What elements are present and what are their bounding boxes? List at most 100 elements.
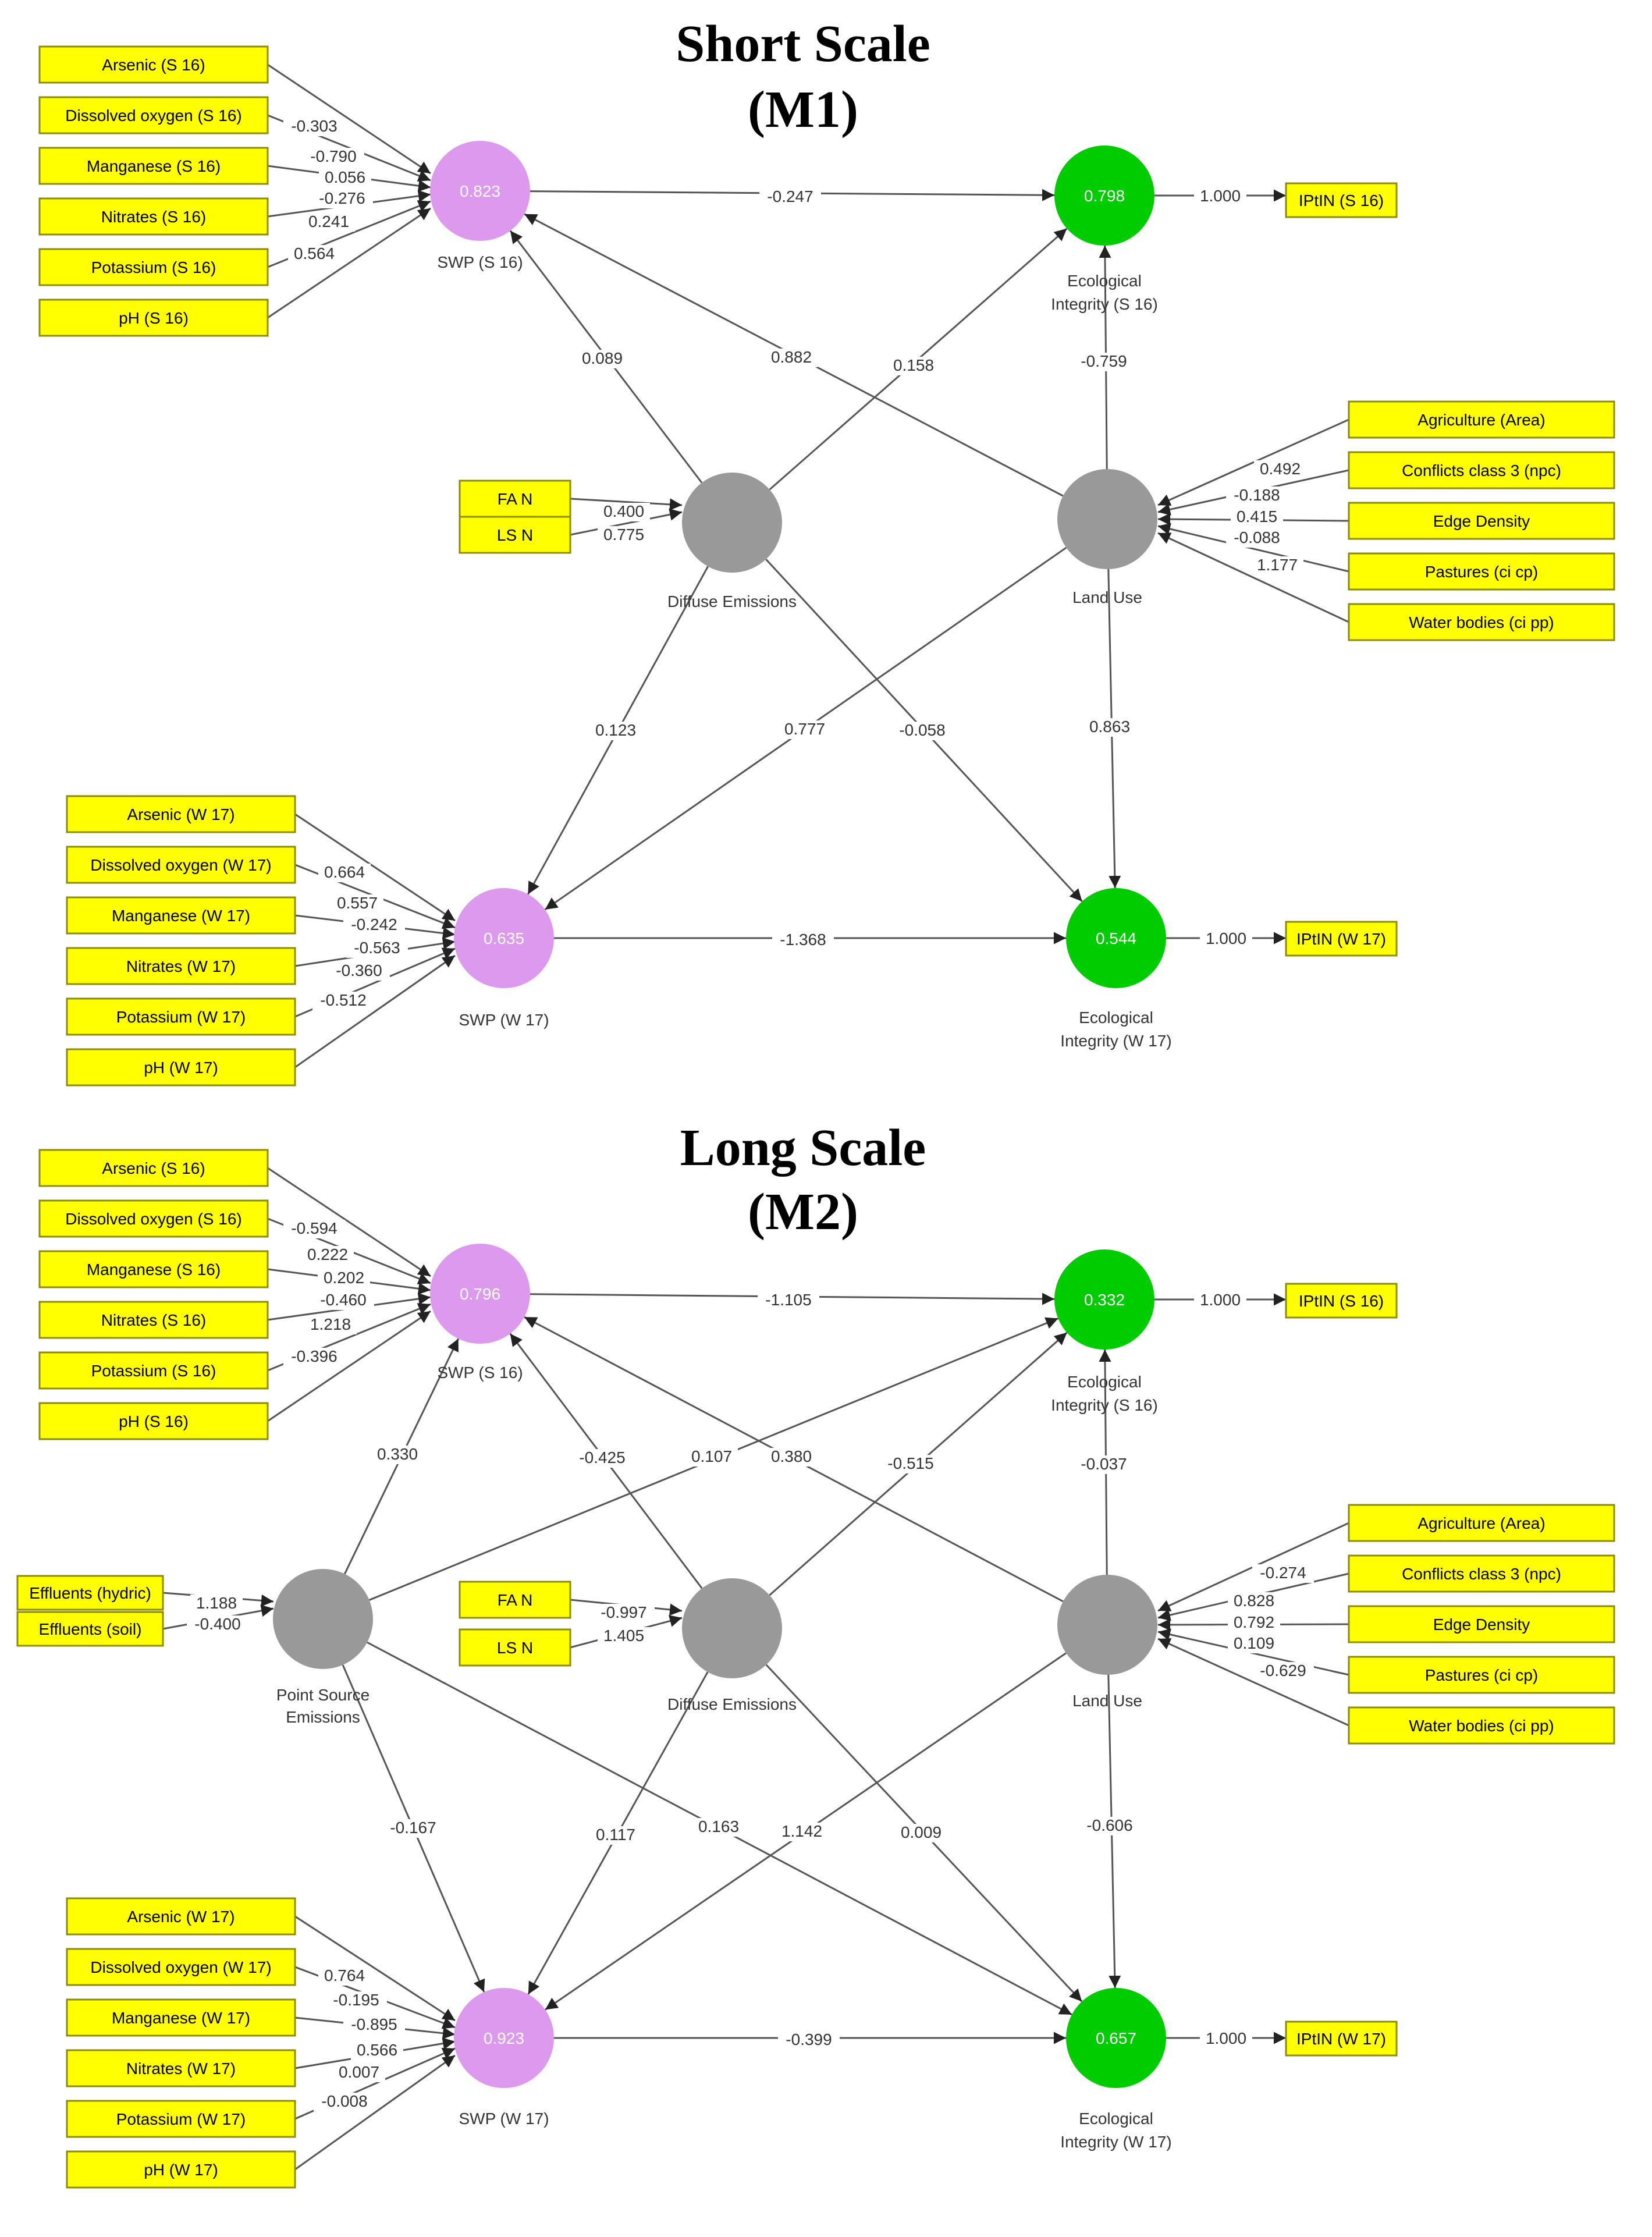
m1-swp-s16-indicator-2	[38, 147, 269, 185]
m1-swp-s16-weight-line-5	[267, 207, 431, 319]
m1-path-diffuse-swp-w17: 0.123	[595, 721, 636, 739]
m2-landuse-indicator-4-label: Water bodies (ci pp)	[1409, 1717, 1554, 1735]
m1-swp-s16-weight-4: 0.241	[308, 212, 349, 230]
m2-swp-w17-weight-0-bg	[318, 1967, 371, 1986]
m2-swp-s16-weight-0: -0.594	[291, 1219, 337, 1237]
panel-subtitle-m1: (M1)	[748, 81, 858, 139]
m2-landuse-weight-4-bg	[1252, 1662, 1314, 1681]
m1-swp-w17-indicator-3-label: Nitrates (W 17)	[126, 957, 236, 975]
m2-swp-s16-indicator-1	[38, 1199, 269, 1238]
m2-diffuse-indicator-1-label: LS N	[497, 1639, 533, 1657]
m2-swp-s16-weight-5: -0.396	[291, 1347, 337, 1365]
m2-landuse-weight-2-bg	[1228, 1614, 1280, 1632]
m1-landuse-weight-2: 0.415	[1237, 507, 1277, 525]
m1-node-ei-s16-value: 0.798	[1084, 187, 1125, 205]
panel-subtitle-m2: (M2)	[748, 1183, 858, 1241]
m2-swp-w17-indicator-3-label: Nitrates (W 17)	[126, 2060, 236, 2078]
m2-node-ei-s16	[1054, 1249, 1154, 1350]
m1-swp-w17-weight-line-5	[294, 954, 456, 1068]
m2-ei-w17-loading-bg	[1200, 2030, 1252, 2048]
m2-path-point-swp-s16-bg	[371, 1446, 424, 1464]
m2-landuse-indicator-2	[1348, 1605, 1615, 1643]
m2-swp-s16-weight-2: 0.202	[324, 1269, 364, 1287]
m1-swp-w17-indicator-4	[66, 997, 296, 1036]
m1-path-landuse-swp-s16-bg	[765, 349, 818, 367]
m1-landuse-weight-4: 1.177	[1257, 556, 1298, 574]
m2-path-landuse-swp-s16: 0.380	[771, 1447, 812, 1465]
m2-path-point-ei-s16-bg	[685, 1448, 738, 1467]
m1-landuse-indicator-0-label: Agriculture (Area)	[1417, 411, 1545, 429]
m1-swp-s16-indicator-5	[38, 299, 269, 337]
m1-swp-w17-weight-0-bg	[318, 864, 371, 882]
m2-ei-w17-indicator-label: IPtIN (W 17)	[1296, 2030, 1386, 2048]
m2-diffuse-weight-1: 1.405	[603, 1627, 644, 1645]
m1-path-landuse-ei-w17-bg	[1083, 718, 1136, 737]
m2-node-swp-w17-value: 0.923	[484, 2029, 524, 2047]
m1-swp-w17-weight-4: -0.360	[336, 961, 382, 979]
m1-diffuse-indicator-0-label: FA N	[498, 490, 533, 508]
m2-point-weight-0-bg	[190, 1595, 243, 1613]
m2-swp-s16-indicator-2-label: Manganese (S 16)	[87, 1260, 221, 1279]
m1-ei-s16-indicator-label: IPtIN (S 16)	[1299, 191, 1384, 210]
m1-path-landuse-swp-w17-bg	[779, 720, 831, 739]
m2-swp-w17-weight-5: -0.008	[321, 2092, 367, 2110]
m1-landuse-indicator-2	[1348, 502, 1615, 540]
m2-swp-s16-indicator-4	[38, 1351, 269, 1390]
m2-path-point-ei-w17: 0.163	[698, 1817, 739, 1835]
m1-swp-s16-indicator-2-label: Manganese (S 16)	[87, 157, 221, 175]
m2-node-ei-w17	[1066, 1988, 1166, 2088]
m2-diffuse-indicator-0-label: FA N	[498, 1591, 533, 1609]
m2-ei-w17-loading: 1.000	[1206, 2029, 1246, 2047]
m1-swp-w17-weight-0: 0.664	[324, 863, 365, 881]
m2-swp-s16-weight-3: -0.460	[320, 1291, 366, 1309]
m1-landuse-weight-line-4	[1157, 532, 1349, 623]
m2-swp-w17-weight-0: 0.764	[324, 1966, 365, 1984]
m2-ei-s16-loading: 1.000	[1200, 1291, 1241, 1309]
m1-landuse-indicator-4-label: Water bodies (ci pp)	[1409, 613, 1554, 631]
m1-path-diffuse-ei-w17-bg	[891, 722, 953, 740]
m1-swp-s16-weight-2: 0.056	[325, 168, 365, 186]
m2-node-point-source	[273, 1569, 373, 1669]
m1-path-landuse-swp-w17: 0.777	[784, 720, 825, 738]
m2-path-diffuse-swp-w17-bg	[589, 1826, 642, 1845]
m2-swp-s16-indicator-5	[38, 1402, 269, 1440]
m2-swp-s16-weight-2-bg	[318, 1269, 370, 1288]
m1-swp-w17-weight-2-bg	[343, 916, 405, 935]
m2-landuse-weight-3: 0.109	[1234, 1634, 1274, 1652]
m1-swp-s16-weight-4-bg	[303, 213, 355, 232]
m1-node-landuse-label: Land Use	[1072, 588, 1142, 606]
indicator-layer: Arsenic (S 16)Dissolved oxygen (S 16)Man…	[16, 45, 1615, 2189]
m1-diffuse-indicator-0	[459, 480, 571, 518]
m1-path-swp-w17-ei-w17: -1.368	[780, 931, 826, 949]
m2-node-point-label-2: Emissions	[286, 1708, 360, 1726]
m2-swp-w17-indicator-3	[66, 2049, 296, 2087]
panel-title-long-scale: Long Scale	[680, 1119, 926, 1177]
m1-landuse-weight-1-bg	[1226, 487, 1288, 505]
m1-ei-s16-indicator	[1285, 182, 1398, 218]
m2-swp-s16-indicator-0	[38, 1149, 269, 1187]
m1-node-ei-w17	[1066, 888, 1166, 988]
m1-swp-s16-weight-2-bg	[319, 169, 371, 187]
m1-diffuse-indicator-1-label: LS N	[497, 526, 533, 544]
m2-landuse-weight-3-bg	[1228, 1635, 1280, 1653]
m2-swp-w17-weight-5-bg	[314, 2093, 375, 2111]
m2-node-diffuse-label: Diffuse Emissions	[667, 1695, 797, 1713]
m1-diffuse-weight-line-1	[570, 508, 683, 536]
m2-swp-w17-indicator-4-label: Potassium (W 17)	[116, 2110, 246, 2128]
m2-diffuse-indicator-0	[459, 1581, 571, 1619]
m2-swp-s16-weight-1-bg	[301, 1246, 354, 1265]
m2-landuse-weight-0-bg	[1252, 1564, 1314, 1583]
m1-swp-s16-weight-0-bg	[283, 118, 345, 136]
m1-swp-w17-indicator-5-label: pH (W 17)	[144, 1059, 218, 1077]
m2-swp-s16-indicator-4-label: Potassium (S 16)	[91, 1362, 216, 1380]
m1-swp-w17-weight-5-bg	[312, 992, 374, 1010]
m1-landuse-weight-2-bg	[1231, 508, 1283, 527]
m1-path-landuse-ei-w17: 0.863	[1089, 718, 1130, 736]
m1-swp-s16-weight-3: -0.276	[319, 189, 365, 207]
m2-diffuse-weight-0: -0.997	[601, 1603, 646, 1621]
m1-path-swp-w17-ei-w17-bg	[772, 931, 834, 950]
m2-path-landuse-ei-w17-bg	[1079, 1817, 1141, 1835]
m1-node-swp-w17-label: SWP (W 17)	[459, 1011, 549, 1029]
m1-swp-w17-indicator-0	[66, 795, 296, 833]
m1-path-diffuse-ei-w17: -0.058	[899, 721, 945, 739]
